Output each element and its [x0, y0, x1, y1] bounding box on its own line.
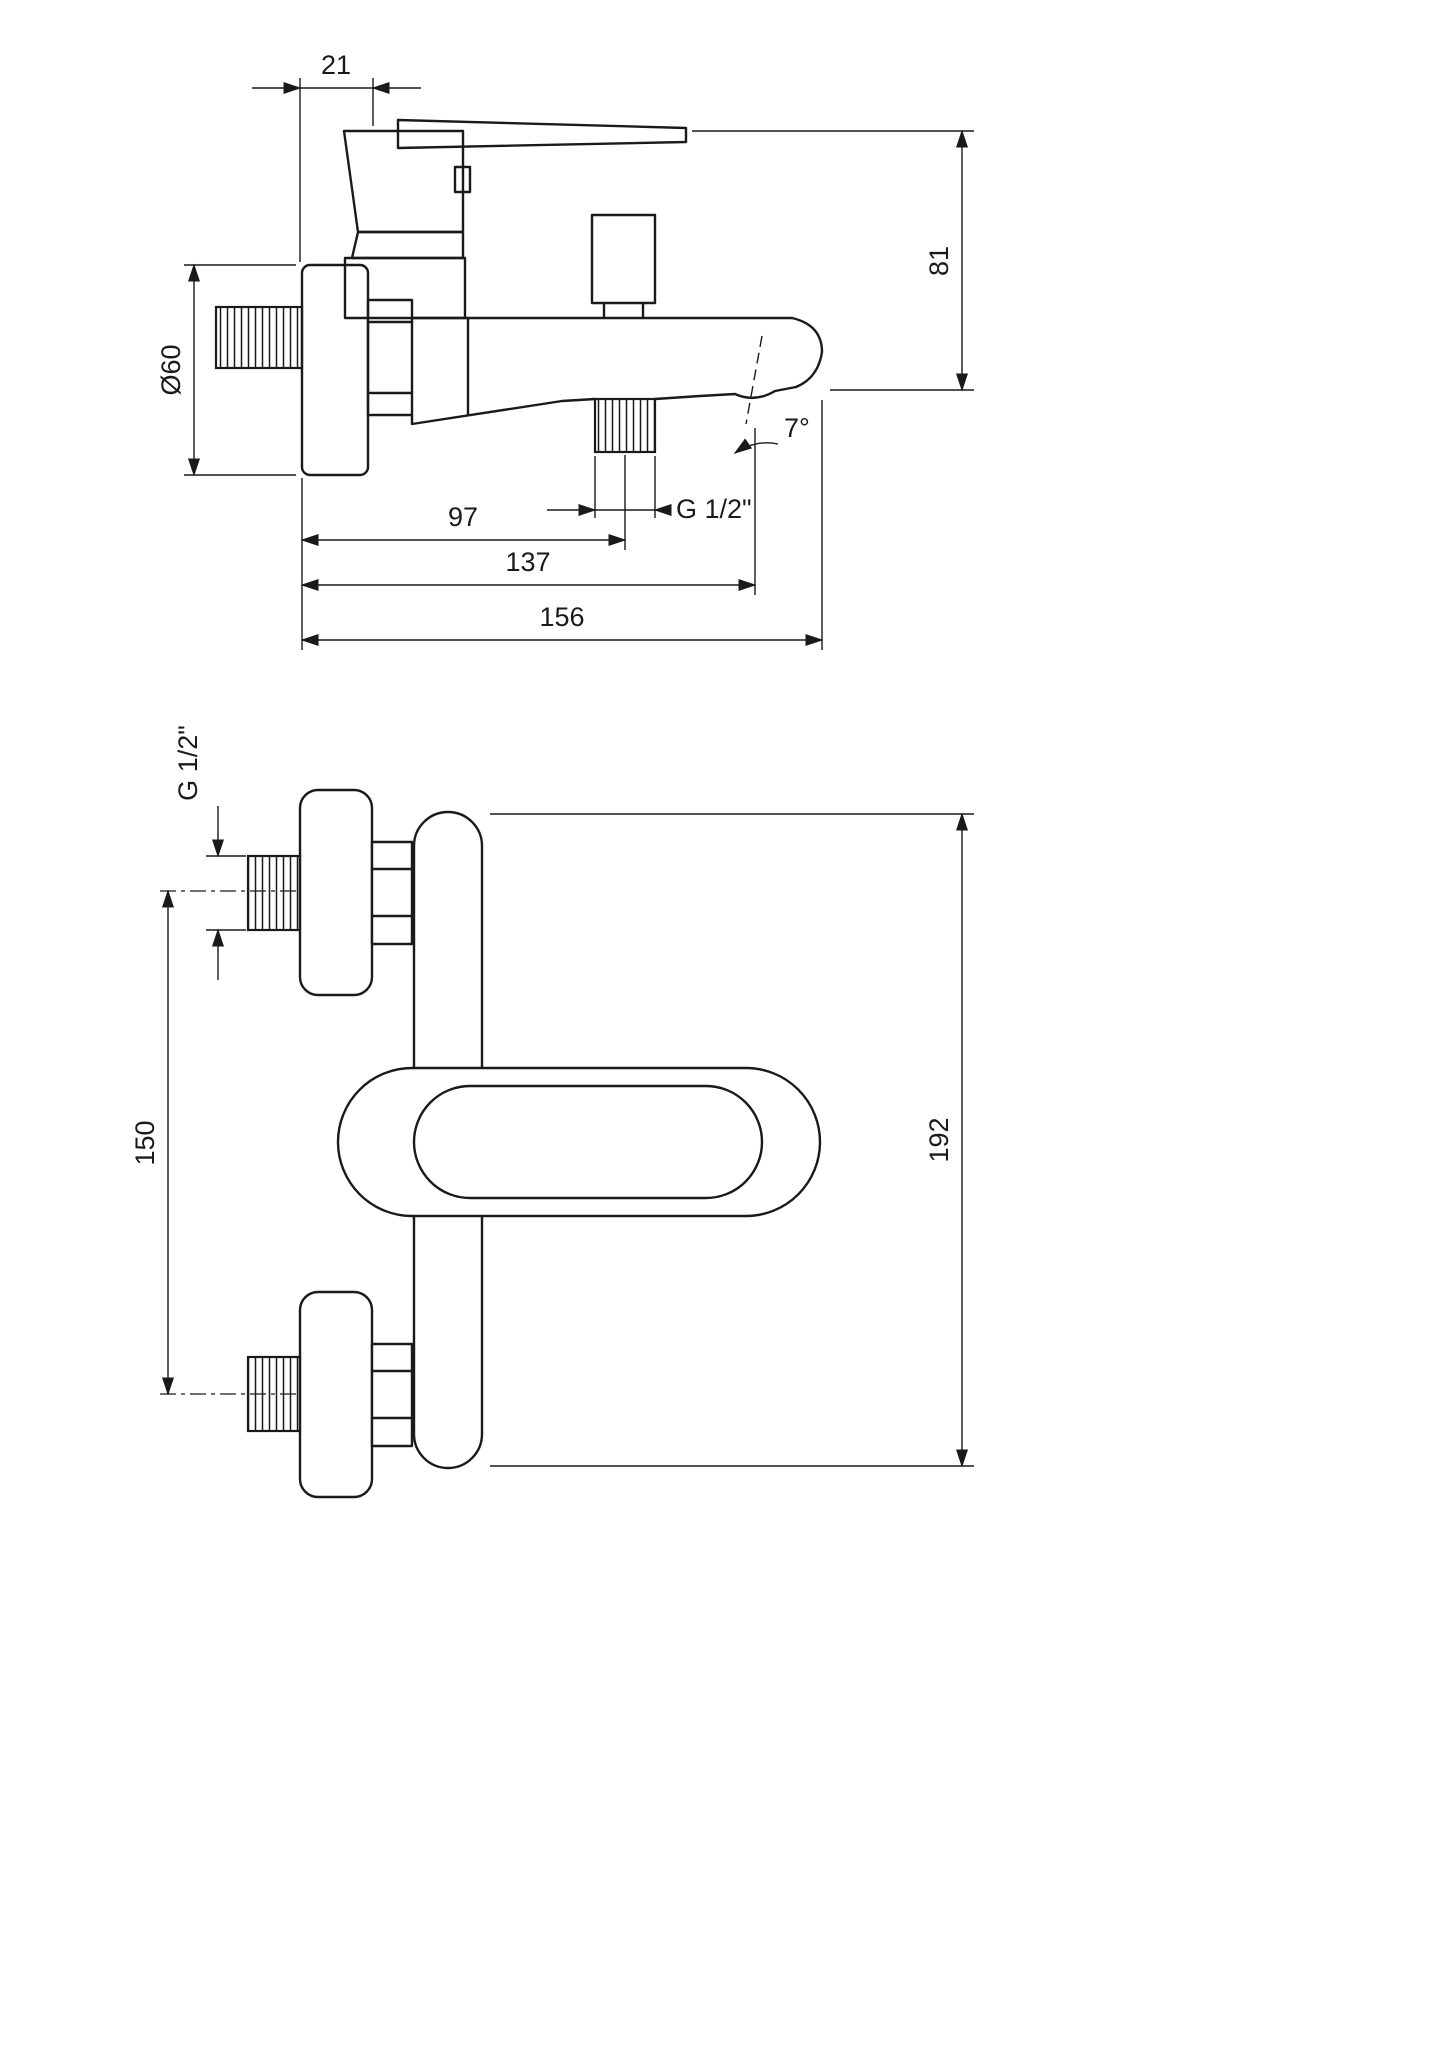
inlet-nipple-top [246, 854, 302, 932]
aerator-axis-line [745, 335, 763, 425]
dim-total-height: 192 [490, 812, 974, 1468]
dim-total-projection: 156 [300, 400, 824, 650]
handle-indicator-port [453, 165, 472, 194]
diverter-knob [590, 213, 657, 320]
side-view-geometry [214, 118, 824, 477]
dim-flange-diameter: Ø60 [156, 263, 296, 477]
handle-lever-front [412, 1084, 764, 1200]
handle-lever [396, 118, 688, 150]
dim-height: 81 [692, 129, 974, 392]
dim-label-81: 81 [924, 246, 954, 276]
dim-wall-to-outlet: 97 [300, 455, 627, 650]
dim-inlet-spacing: 150 [130, 889, 175, 1396]
dim-label-inlet-thread: G 1/2" [173, 725, 203, 801]
wall-flange-bottom [298, 1290, 374, 1499]
wall-flange-side [300, 263, 370, 477]
handle-neck [350, 230, 465, 260]
dim-label-150: 150 [130, 1120, 160, 1165]
dim-label-21: 21 [321, 50, 351, 80]
dim-spout-angle: 7° [733, 413, 810, 454]
dim-wall-to-spout-tip: 137 [300, 428, 757, 595]
dim-label-137: 137 [505, 547, 550, 577]
dim-label-156: 156 [539, 602, 584, 632]
shower-outlet-thread [593, 397, 657, 454]
front-view-geometry [246, 788, 822, 1499]
inlet-nipple-side [214, 305, 304, 370]
wall-flange-top [298, 788, 374, 997]
front-view: G 1/2" 150 192 [130, 725, 974, 1499]
spout-body [410, 316, 824, 426]
dim-label-angle: 7° [784, 413, 810, 443]
dim-outlet-thread: G 1/2" [547, 456, 752, 524]
side-view: 21 81 Ø60 97 137 [156, 50, 974, 650]
dim-inlet-thread: G 1/2" [173, 725, 246, 980]
inlet-nipple-bottom [246, 1355, 302, 1433]
connection-nut-bottom [370, 1342, 414, 1448]
dim-label-97: 97 [448, 502, 478, 532]
dim-label-outlet-thread: G 1/2" [676, 494, 752, 524]
dim-label-192: 192 [924, 1117, 954, 1162]
cartridge-body [343, 256, 467, 320]
connection-nut-top [370, 840, 414, 946]
connection-nut-side [366, 298, 414, 417]
dim-handle-offset: 21 [252, 50, 421, 262]
dim-label-dia60: Ø60 [156, 344, 186, 395]
